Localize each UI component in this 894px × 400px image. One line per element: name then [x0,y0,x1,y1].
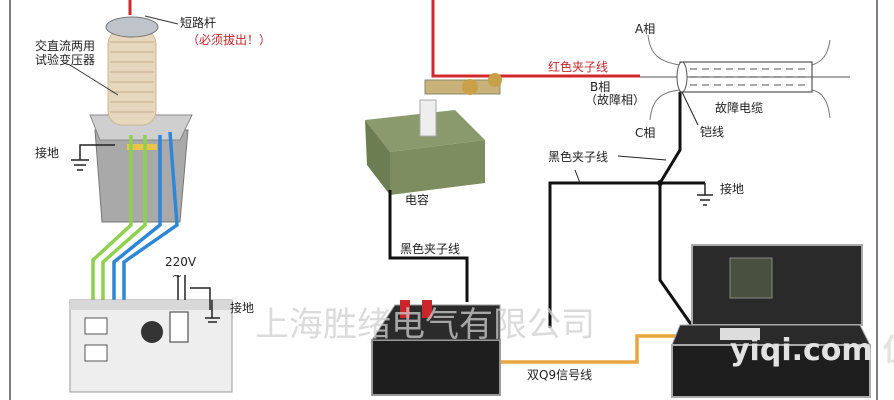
transformer-label-2: 试验变压器 [35,52,95,67]
site-watermark: yiqi.com 仪器网 [730,333,894,368]
phase-b-note: （故障相） [585,92,645,107]
faulty-cable-label: 故障电缆 [715,100,763,115]
junction [657,180,663,186]
faulty-cable [647,34,831,121]
black-clip-wire-left-label: 黑色夹子线 [400,242,460,256]
phase-a-label: A相 [635,22,655,36]
ac-symbol: ~ [172,269,182,283]
transformer-wires [91,131,179,305]
transformer-pointer [69,64,119,96]
hv-test-box [371,300,501,396]
ground-label-control: 接地 [230,300,254,315]
control-box [69,299,233,393]
ground-label-transformer: 接地 [35,145,59,160]
armor-pointer [681,91,699,126]
capacitor-label: 电容 [405,192,429,207]
ground-icon [71,144,115,171]
red-clip-wire-label: 红色夹子线 [548,59,608,74]
company-watermark: 上海胜绪电气有限公司 [255,305,595,345]
ground-label-cable: 接地 [720,181,744,196]
black-clip-wires [388,92,705,331]
phase-b-label: B相 [590,80,610,94]
black-clip-wire-right-label: 黑色夹子线 [548,150,608,164]
power-plug [177,275,220,323]
transformer-label-1: 交直流两用 [35,38,95,53]
red-clip-wire [431,0,640,78]
short-rod-note: （必须拔出！） [187,32,271,47]
signal-wire-label: 双Q9信号线 [527,368,592,382]
voltage-label: 220V [165,255,197,269]
armor-wire-label: 铠线 [700,124,724,139]
phase-c-label: C相 [635,126,655,140]
ground-icon-cable [697,183,713,206]
cable-fault-locator [671,244,871,398]
short-rod-pointer [144,15,179,25]
black-wire-pointer [574,169,581,184]
capacitor [365,73,502,195]
test-transformer [89,16,193,223]
black-wire-pointer2 [617,155,667,161]
short-rod-label: 短路杆 [180,15,216,30]
